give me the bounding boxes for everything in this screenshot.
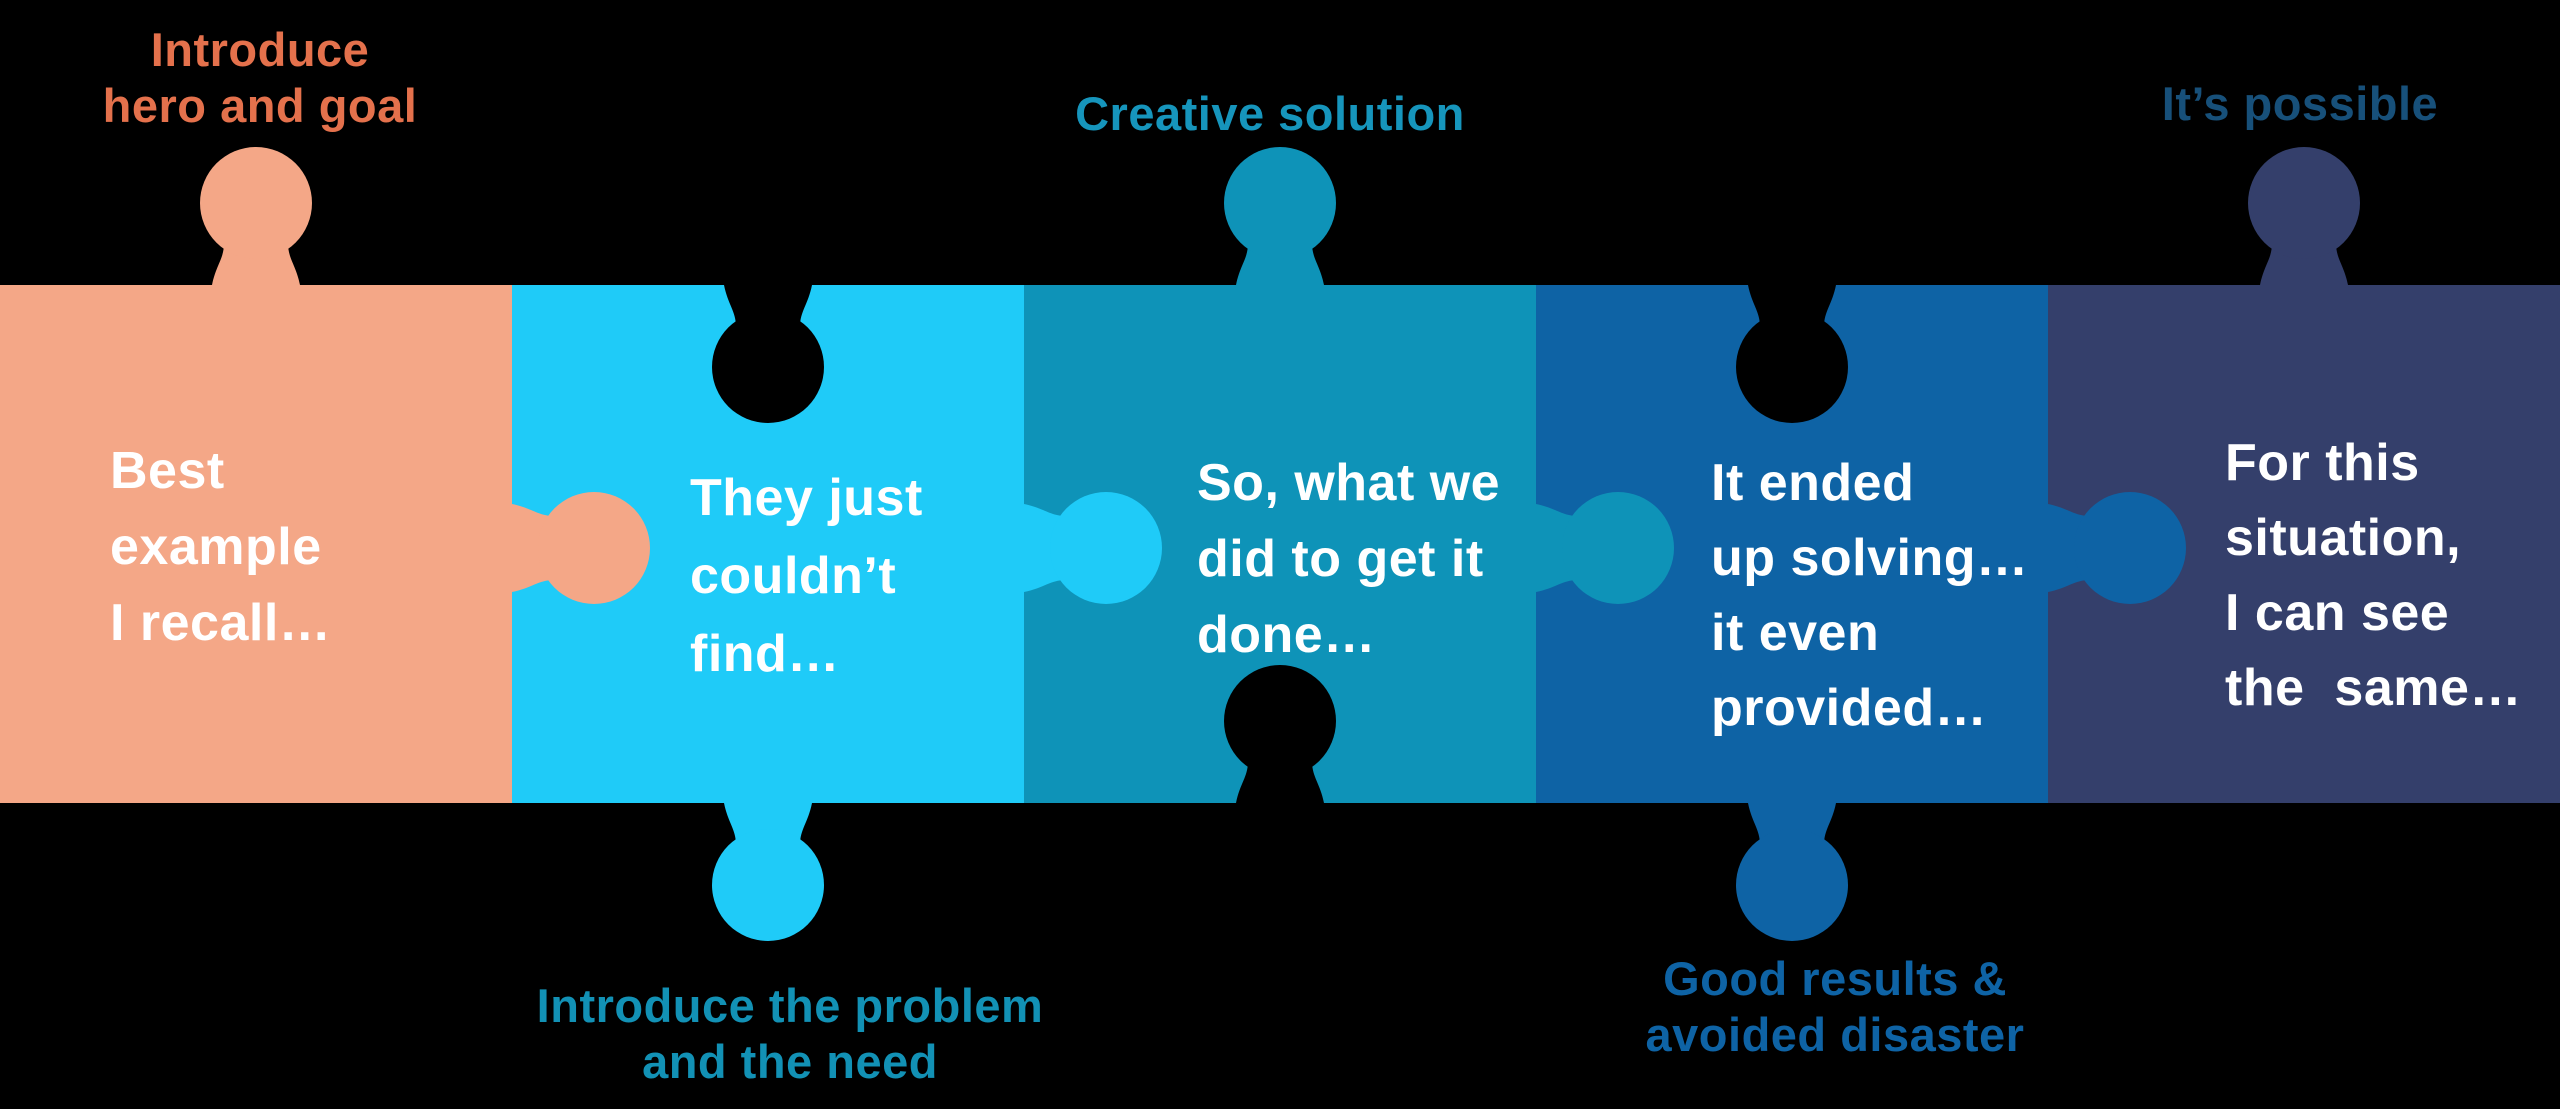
puzzle-piece-3-top-knob-bulb xyxy=(1224,147,1336,259)
puzzle-piece-3-right-knob-bulb xyxy=(1562,492,1674,604)
puzzle-piece-1-caption-line-1: Introduce xyxy=(151,23,370,76)
piece-knobs-layer xyxy=(200,147,2360,941)
puzzle-piece-1-caption-line-2: hero and goal xyxy=(103,79,418,132)
puzzle-piece-5-text-line-4: the same… xyxy=(2225,659,2522,717)
puzzle-piece-4-text-line-4: provided… xyxy=(1711,679,1987,737)
puzzle-piece-4-text-line-2: up solving… xyxy=(1711,529,2029,587)
puzzle-piece-1-text-line-2: example xyxy=(110,518,322,576)
puzzle-piece-4-caption-line-2: avoided disaster xyxy=(1646,1008,2025,1061)
puzzle-piece-1-top-knob-bulb xyxy=(200,147,312,259)
puzzle-piece-1-text-line-1: Best xyxy=(110,442,225,500)
puzzle-piece-5-text-line-1: For this xyxy=(2225,434,2420,492)
puzzle-piece-4-bottom-knob-bulb xyxy=(1736,829,1848,941)
puzzle-piece-3-text-line-1: So, what we xyxy=(1197,454,1500,512)
puzzle-piece-3-caption-line-1: Creative solution xyxy=(1075,87,1465,140)
puzzle-piece-5-text-line-2: situation, xyxy=(2225,509,2461,567)
puzzle-piece-2-text-line-2: couldn’t xyxy=(690,547,896,605)
puzzle-piece-3-bottom-socket-bulb xyxy=(1224,665,1336,777)
puzzle-piece-2-caption-line-1: Introduce the problem xyxy=(537,979,1044,1032)
puzzle-piece-5-text-line-3: I can see xyxy=(2225,584,2449,642)
puzzle-piece-2-bottom-knob-bulb xyxy=(712,829,824,941)
puzzle-piece-1-body xyxy=(0,285,513,803)
puzzle-piece-4-caption-line-1: Good results & xyxy=(1663,952,2007,1005)
puzzle-piece-2-top-socket-bulb xyxy=(712,311,824,423)
puzzle-piece-4-text-line-1: It ended xyxy=(1711,454,1914,512)
puzzle-piece-1-right-knob-bulb xyxy=(538,492,650,604)
puzzle-piece-5-caption-line-1: It’s possible xyxy=(2162,77,2438,130)
puzzle-piece-3-text-line-2: did to get it xyxy=(1197,530,1484,588)
puzzle-piece-2-caption-line-2: and the need xyxy=(642,1035,938,1088)
puzzle-piece-2-right-knob-bulb xyxy=(1050,492,1162,604)
puzzle-piece-3-text-line-3: done… xyxy=(1197,606,1376,664)
puzzle-piece-1-text-line-3: I recall… xyxy=(110,594,331,652)
piece-sockets-layer xyxy=(712,285,1848,803)
puzzle-piece-4-top-socket-bulb xyxy=(1736,311,1848,423)
puzzle-piece-4-right-knob-bulb xyxy=(2074,492,2186,604)
puzzle-piece-2-text-line-1: They just xyxy=(690,469,923,527)
puzzle-piece-4-text-line-3: it even xyxy=(1711,604,1879,662)
puzzle-piece-2-text-line-3: find… xyxy=(690,625,840,683)
puzzle-piece-5-top-knob-bulb xyxy=(2248,147,2360,259)
